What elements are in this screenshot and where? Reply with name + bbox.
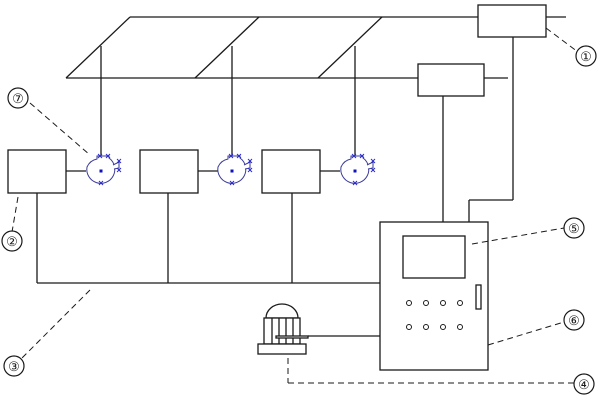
callout-2: ② — [1, 230, 23, 252]
left-unit-2 — [139, 149, 199, 194]
centrifugal-fan-icon — [340, 153, 376, 186]
middle-unit — [417, 63, 485, 97]
callout-3: ③ — [3, 355, 25, 377]
callout-7: ⑦ — [7, 87, 29, 109]
cabinet-handle — [475, 284, 482, 310]
control-cabinet — [379, 221, 489, 371]
display-screen — [402, 235, 466, 279]
indicator-buttons — [406, 300, 463, 330]
centrifugal-fan-icon — [86, 153, 122, 186]
top-right-unit — [477, 4, 547, 38]
leader-lines — [11, 27, 579, 384]
left-unit-1 — [7, 149, 67, 194]
left-unit-3 — [261, 149, 321, 194]
callout-label-7: ⑦ — [12, 91, 24, 106]
callout-label-1: ① — [580, 49, 592, 64]
callout-label-4: ④ — [578, 377, 590, 392]
callout-1: ① — [575, 45, 597, 67]
duct-frame — [65, 16, 566, 79]
motor-pump-icon — [257, 303, 309, 355]
callout-4: ④ — [573, 373, 595, 395]
callout-label-6: ⑥ — [568, 313, 580, 328]
callout-label-3: ③ — [8, 359, 20, 374]
callout-label-2: ② — [6, 234, 18, 249]
centrifugal-fan-icon — [217, 153, 253, 186]
control-wiring — [36, 37, 514, 337]
callout-label-5: ⑤ — [568, 221, 580, 236]
drop-pipes — [100, 46, 356, 158]
callout-6: ⑥ — [563, 309, 585, 331]
callout-5: ⑤ — [563, 217, 585, 239]
